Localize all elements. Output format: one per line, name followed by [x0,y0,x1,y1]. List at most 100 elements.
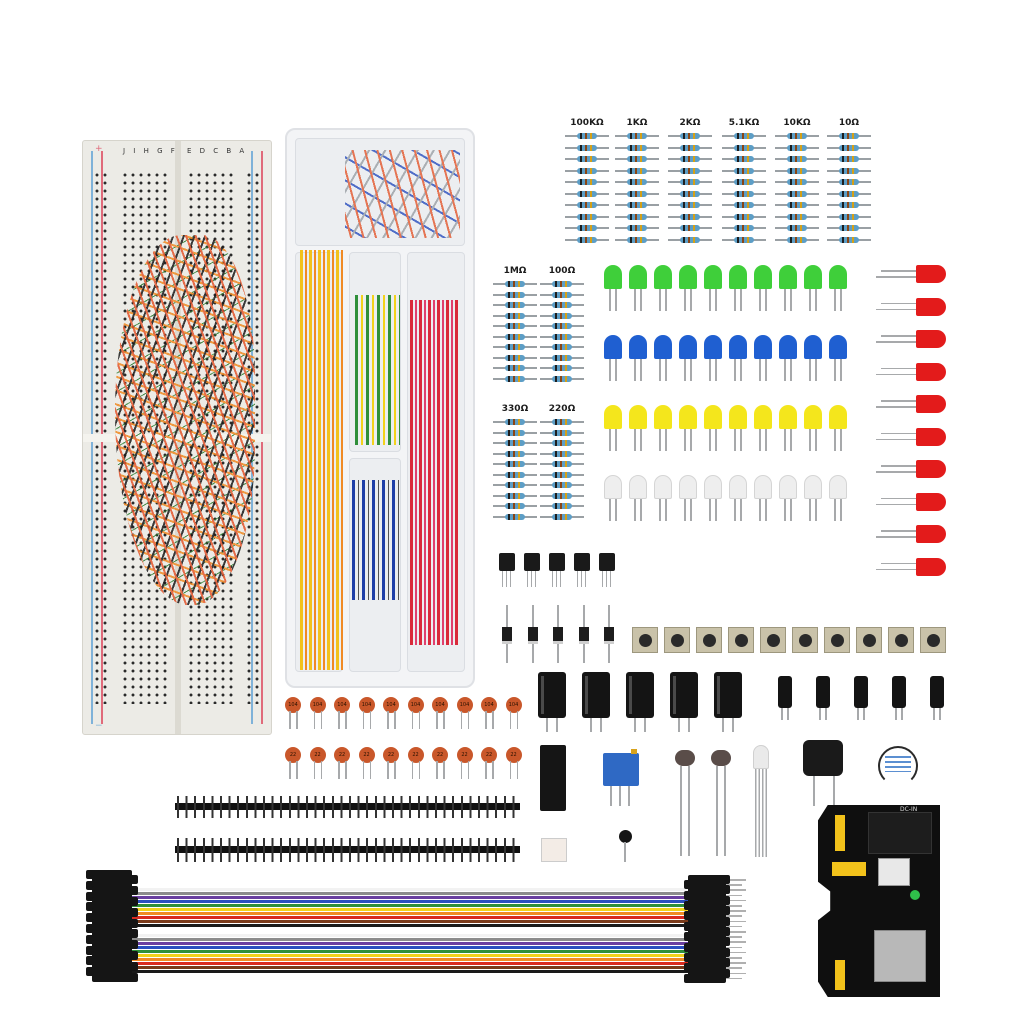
capacitor-leg [289,711,291,729]
resistor-label-1m: 1MΩ [503,266,527,276]
led-leg [876,568,916,570]
led-yellow [804,405,822,451]
capacitor-leg [443,761,445,779]
led-dome [679,405,697,429]
resistor [775,144,819,151]
resistor [827,179,871,185]
resistor [493,492,537,499]
capacitor-leg [338,711,340,729]
dupont-female-connector [86,902,132,912]
resistor [540,482,584,488]
resistor [540,492,584,499]
led-yellow [629,405,647,451]
led-leg [881,367,916,369]
ceramic-capacitor: 104 [309,697,326,729]
ceramic-capacitor-disc: 104 [334,697,350,713]
resistor [722,179,766,185]
led-leg [715,359,717,381]
usb-port [874,930,926,982]
resistor [615,179,659,185]
electrolytic-capacitor-small [892,676,906,720]
led-dome [804,475,822,499]
resistor [775,225,819,231]
push-button [792,627,818,653]
led-leg [834,289,836,311]
capacitor-leg [509,711,511,729]
ceramic-capacitor-disc: 104 [505,697,522,713]
ribbon-wire [130,904,690,907]
led-green [654,265,672,311]
resistor [668,133,712,139]
passive-buzzer-label [885,756,911,772]
dupont-female-connector [92,961,138,971]
resistor [668,202,712,208]
led-leg [684,359,686,381]
led-red [876,330,946,348]
ribbon-wire [130,958,690,961]
resistor [615,144,659,151]
led-dome [604,265,622,289]
led-leg [740,289,742,311]
led-leg [765,429,767,451]
resistor [540,281,584,287]
push-button [696,627,722,653]
electrolytic-capacitor-small [816,676,830,720]
led-dome [916,557,946,576]
dupont-male-connector [684,973,726,983]
led-leg [881,335,916,337]
led-green [779,265,797,311]
capacitor-leg [313,761,315,779]
led-blue [754,335,772,381]
dupont-male-connector [688,916,730,926]
ceramic-capacitor: 104 [334,697,350,729]
led-leg [734,289,736,311]
dupont-male-connector [688,885,730,895]
led-leg [690,359,692,381]
led-leg [876,276,916,278]
resistor [827,156,871,162]
led-red [876,525,946,543]
ceramic-capacitor: 104 [481,697,497,729]
led-dome [754,335,772,359]
led-dome [604,475,622,499]
led-leg [876,373,916,375]
led-leg [740,429,742,451]
led-dome [604,405,622,429]
ribbon-wire [130,970,690,973]
led-blue [804,335,822,381]
ribbon-wire [130,966,690,969]
ceramic-capacitor: 104 [358,697,375,729]
led-leg [640,499,642,521]
resistor [775,190,819,197]
led-dome [729,405,747,429]
jumper-cap-middle [832,862,866,876]
resistor [722,225,766,231]
capacitor-leg [546,718,548,732]
dupont-male-connector [688,906,730,916]
ceramic-capacitor: 22 [456,747,473,779]
dupont-female-connector [92,929,138,939]
electrolytic-capacitor-large [538,672,566,732]
ceramic-capacitor-disc: 22 [334,747,350,763]
resistor [565,179,609,185]
capacitor-leg [485,761,487,779]
ribbon-wire [130,962,690,965]
resistor [615,213,659,220]
led-dome [704,405,722,429]
capacitor-leg [320,761,322,779]
led-leg [665,359,667,381]
led-leg [615,359,617,381]
ceramic-capacitor: 22 [309,747,326,779]
ribbon-wire [130,916,690,919]
dupont-female-connector [92,940,138,950]
led-leg [759,359,761,381]
resistor [615,133,659,139]
rgb-led [753,745,769,769]
electrolytic-capacitor-small [854,676,868,720]
led-dome [916,362,946,381]
push-button [632,627,658,653]
led-leg [634,499,636,521]
resistor [775,156,819,162]
dupont-male-connector [688,958,730,968]
led-leg [734,359,736,381]
